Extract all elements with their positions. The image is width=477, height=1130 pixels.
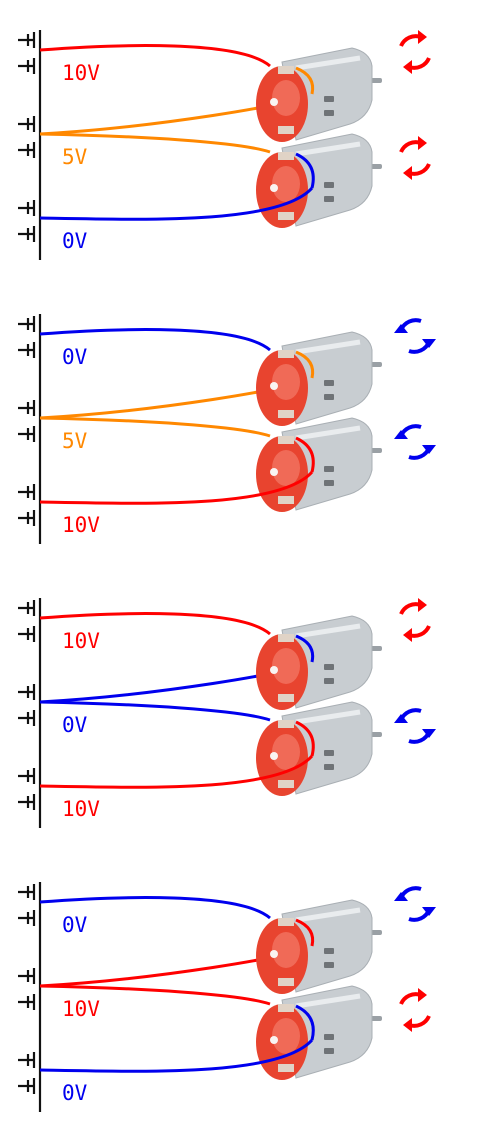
terminal-symbol <box>18 316 36 358</box>
wire <box>39 44 271 68</box>
wire <box>39 132 271 154</box>
terminal-symbol <box>18 600 36 642</box>
voltage-label: 10V <box>62 797 100 821</box>
dc-motor <box>256 899 382 994</box>
wiring-panel: 10V 0V 10V <box>18 598 436 828</box>
clockwise-arrows-icon <box>399 136 431 180</box>
voltage-label: 10V <box>62 61 100 85</box>
dc-motor <box>256 47 382 142</box>
wire <box>39 1038 314 1073</box>
wiring-panel: 10V 5V 0V <box>18 30 431 260</box>
dc-motor <box>256 615 382 710</box>
wire <box>39 328 271 352</box>
counterclockwise-arrows-icon <box>394 318 436 354</box>
counterclockwise-arrows-icon <box>394 886 436 922</box>
clockwise-arrows-icon <box>399 988 431 1032</box>
wire <box>39 470 314 505</box>
terminal-symbol <box>18 968 36 1010</box>
terminal-symbol <box>18 884 36 926</box>
terminal-symbol <box>18 116 36 158</box>
clockwise-arrows-icon <box>399 30 431 74</box>
clockwise-arrows-icon <box>399 598 431 642</box>
wire <box>39 984 271 1006</box>
voltage-label: 5V <box>62 429 88 453</box>
wire <box>39 896 271 920</box>
terminal-symbol <box>18 200 36 242</box>
terminal-symbol <box>18 484 36 526</box>
dc-motor <box>256 133 382 228</box>
wire <box>39 416 271 438</box>
terminal-symbol <box>18 1052 36 1094</box>
voltage-label: 10V <box>62 513 100 537</box>
voltage-label: 10V <box>62 997 100 1021</box>
terminal-symbol <box>18 32 36 74</box>
voltage-label: 0V <box>62 345 88 369</box>
wire <box>39 612 271 636</box>
voltage-label: 5V <box>62 145 88 169</box>
wire <box>39 700 271 722</box>
wire <box>39 186 314 221</box>
voltage-label: 0V <box>62 1081 88 1105</box>
terminal-symbol <box>18 768 36 810</box>
terminal-symbol <box>18 400 36 442</box>
voltage-label: 10V <box>62 629 100 653</box>
voltage-label: 0V <box>62 913 88 937</box>
dc-motor <box>256 331 382 426</box>
dc-motor <box>256 701 382 796</box>
terminal-symbol <box>18 684 36 726</box>
wiring-panel: 0V 5V 10V <box>18 314 436 544</box>
dc-motor <box>256 985 382 1080</box>
voltage-label: 0V <box>62 229 88 253</box>
wiring-panel: 0V 10V 0V <box>18 882 436 1112</box>
counterclockwise-arrows-icon <box>394 424 436 460</box>
dc-motor <box>256 417 382 512</box>
counterclockwise-arrows-icon <box>394 708 436 744</box>
voltage-label: 0V <box>62 713 88 737</box>
wire <box>39 754 314 789</box>
